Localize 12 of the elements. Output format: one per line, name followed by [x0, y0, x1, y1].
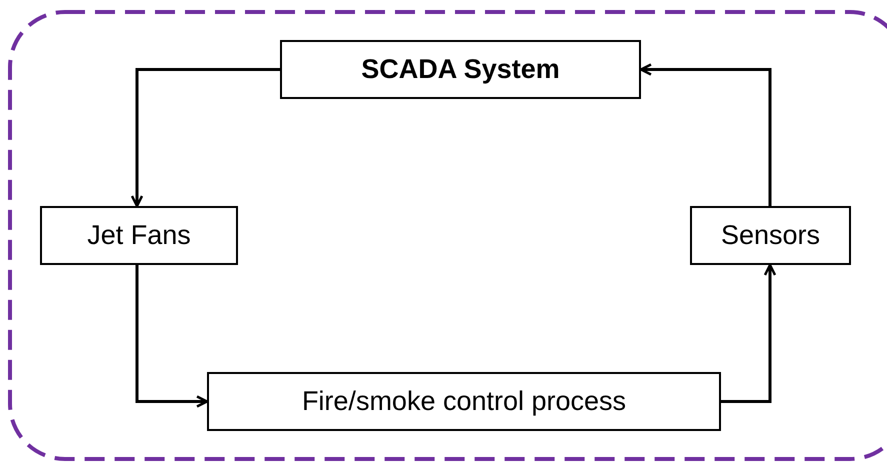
- box-label: Sensors: [720, 220, 820, 251]
- arrow: [721, 264, 776, 403]
- box-label: Fire/smoke control process: [302, 386, 626, 417]
- arrow: [130, 68, 280, 208]
- arrow: [136, 265, 208, 408]
- process-box: [280, 40, 641, 99]
- process-box: [207, 372, 721, 431]
- process-box: [40, 206, 238, 265]
- process-box: [690, 206, 851, 265]
- arrow: [640, 63, 772, 206]
- box-label: SCADA System: [361, 54, 560, 85]
- box-label: Jet Fans: [87, 220, 191, 251]
